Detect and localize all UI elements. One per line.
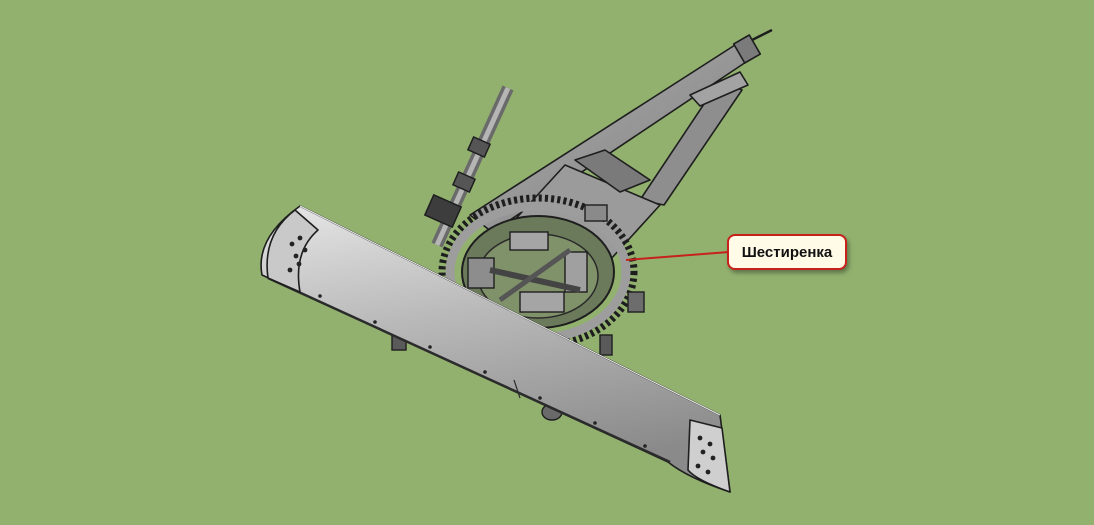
hydraulic-cylinder (423, 85, 514, 248)
dozer-blade (260, 205, 731, 493)
callout-leader (625, 251, 730, 261)
gear-callout-label: Шестиренка (727, 234, 847, 270)
inner-mechanism (467, 204, 608, 313)
blade-mounts (391, 291, 645, 421)
gear-callout-text: Шестиренка (741, 243, 833, 261)
